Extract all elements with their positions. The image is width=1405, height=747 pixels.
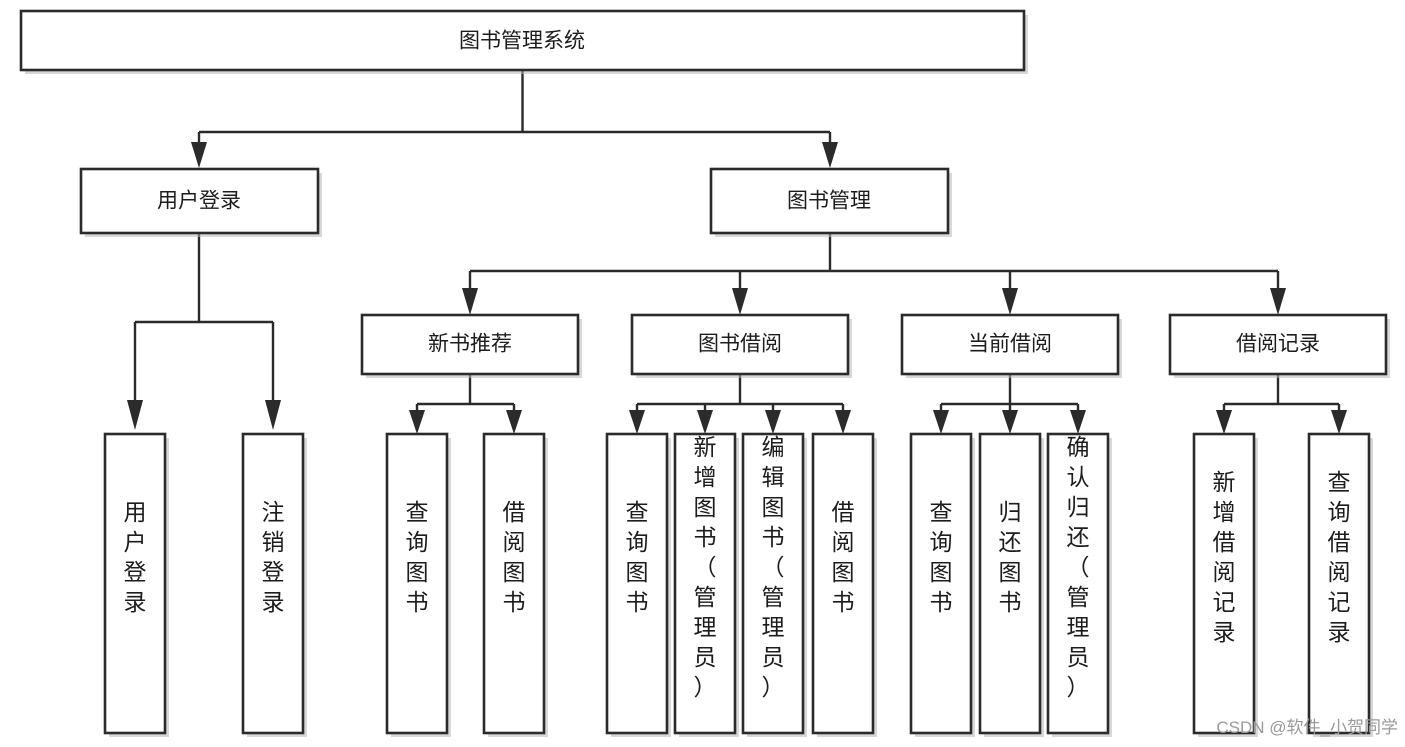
node-borrow-record-label: 借阅记录: [1236, 333, 1320, 356]
connector-layer: [127, 70, 1347, 434]
arrow-head-bookborrow: [732, 288, 748, 315]
node-book-manage-label: 图书管理: [787, 190, 871, 213]
node-current-borrow-label: 当前借阅: [968, 333, 1052, 356]
leaf-book-borrow-1[interactable]: 新增图书（管理员）: [673, 432, 739, 737]
leaf-user-login-0[interactable]: 用户登录: [103, 432, 169, 737]
node-root[interactable]: 图书管理系统: [19, 9, 1028, 74]
arrow-head-leaf-cb-1: [933, 410, 949, 434]
node-user-login-box: [79, 167, 320, 235]
leaf-borrow-record-1[interactable]: 查询借阅记录: [1307, 432, 1373, 737]
node-current-borrow[interactable]: 当前借阅: [900, 313, 1122, 378]
arrow-head-leaf-cb-2: [1002, 410, 1018, 434]
leaf-book-borrow-3-box: [811, 432, 875, 735]
arrow-head-borrowrecord: [1270, 288, 1286, 315]
node-book-manage-box: [709, 167, 950, 235]
leaf-new-book-rec-0[interactable]: 查询图书: [385, 432, 451, 737]
leaf-current-borrow-1[interactable]: 归还图书: [978, 432, 1044, 737]
leaf-book-borrow-0[interactable]: 查询图书: [605, 432, 671, 737]
node-book-borrow[interactable]: 图书借阅: [630, 313, 852, 378]
leaf-user-login-0-box: [103, 432, 167, 735]
leaf-borrow-record-1-label: 查询借阅记录: [1328, 469, 1351, 645]
leaf-current-borrow-0-label: 查询图书: [930, 499, 953, 615]
leaf-new-book-rec-1[interactable]: 借阅图书: [482, 432, 548, 737]
node-new-book-rec-box: [360, 313, 580, 376]
leaf-current-borrow-0[interactable]: 查询图书: [909, 432, 975, 737]
leaf-user-login-1-box: [241, 432, 305, 735]
leaf-current-borrow-2-box: [1046, 432, 1110, 735]
arrow-head-newbook: [462, 288, 478, 315]
arrow-head-currentborrow: [1002, 288, 1018, 315]
leaf-borrow-record-0-box: [1192, 432, 1256, 735]
arrow-head-leaf-new-2: [506, 410, 522, 434]
leaf-book-borrow-2-box: [741, 432, 805, 735]
leaf-new-book-rec-1-label: 借阅图书: [503, 499, 526, 615]
leaf-book-borrow-0-label: 查询图书: [626, 499, 649, 615]
leaf-user-login-0-label: 用户登录: [124, 499, 147, 615]
watermark-label: CSDN @软件_小贺同学: [1216, 718, 1398, 737]
node-root-label: 图书管理系统: [459, 30, 585, 53]
arrow-head-userlogin: [191, 142, 207, 168]
leaf-new-book-rec-1-box: [482, 432, 546, 735]
arrow-head-leaf-cb-3: [1070, 410, 1086, 434]
leaf-borrow-record-0-label: 新增借阅记录: [1213, 469, 1236, 645]
leaf-new-book-rec-0-label: 查询图书: [406, 499, 429, 615]
leaf-borrow-record-1-box: [1307, 432, 1371, 735]
leaf-book-borrow-2-label: 编辑图书（管理员）: [762, 434, 785, 700]
arrow-head-leaf-br-2: [1331, 410, 1347, 434]
leaf-book-borrow-1-box: [673, 432, 737, 735]
arrow-head-leaf-bb-4: [835, 410, 851, 434]
node-book-borrow-box: [630, 313, 850, 376]
node-current-borrow-box: [900, 313, 1120, 376]
node-book-borrow-label: 图书借阅: [698, 333, 782, 356]
node-user-login-label: 用户登录: [157, 190, 241, 213]
leaf-current-borrow-0-box: [909, 432, 973, 735]
arrow-head-leaf-br-1: [1216, 410, 1232, 434]
arrow-head-leaf-user-2: [265, 400, 281, 430]
leaf-book-borrow-3[interactable]: 借阅图书: [811, 432, 877, 737]
arrow-head-leaf-new-1: [409, 410, 425, 434]
leaf-book-borrow-1-label: 新增图书（管理员）: [694, 434, 717, 700]
node-user-login[interactable]: 用户登录: [79, 167, 322, 237]
arrow-head-bookmanage: [822, 142, 838, 168]
arrow-head-leaf-bb-2: [697, 410, 713, 434]
node-new-book-rec[interactable]: 新书推荐: [360, 313, 582, 378]
leaf-user-login-1[interactable]: 注销登录: [241, 432, 307, 737]
node-book-manage[interactable]: 图书管理: [709, 167, 952, 237]
leaf-current-borrow-1-label: 归还图书: [999, 499, 1022, 615]
leaf-current-borrow-2[interactable]: 确认归还（管理员）: [1046, 432, 1112, 737]
leaf-current-borrow-1-box: [978, 432, 1042, 735]
arrow-head-leaf-bb-3: [765, 410, 781, 434]
leaf-user-login-1-label: 注销登录: [262, 499, 285, 615]
node-root-box: [19, 9, 1026, 72]
leaf-book-borrow-0-box: [605, 432, 669, 735]
leaf-book-borrow-3-label: 借阅图书: [832, 499, 855, 615]
leaf-book-borrow-2[interactable]: 编辑图书（管理员）: [741, 432, 807, 737]
arrow-head-leaf-user-1: [127, 400, 143, 430]
leaf-new-book-rec-0-box: [385, 432, 449, 735]
node-borrow-record[interactable]: 借阅记录: [1168, 313, 1390, 378]
arrow-head-leaf-bb-1: [629, 410, 645, 434]
node-new-book-rec-label: 新书推荐: [428, 333, 512, 356]
node-borrow-record-box: [1168, 313, 1388, 376]
leaf-borrow-record-0[interactable]: 新增借阅记录: [1192, 432, 1258, 737]
leaf-current-borrow-2-label: 确认归还（管理员）: [1067, 434, 1090, 700]
